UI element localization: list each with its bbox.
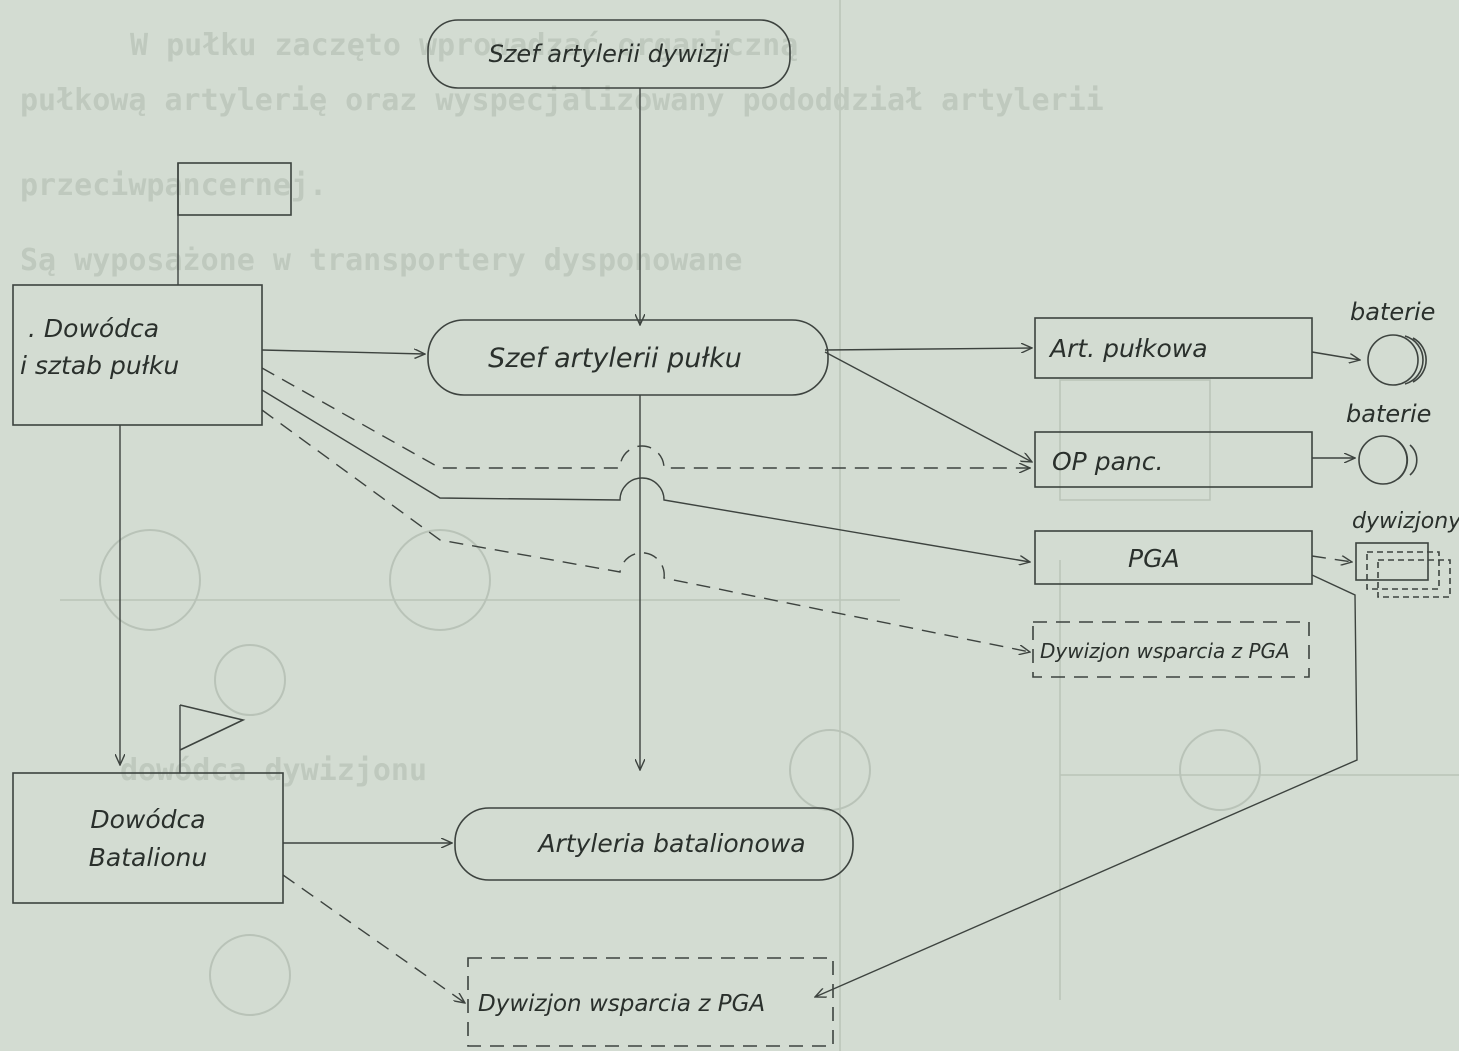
svg-text:Są wyposażone w transportery d: Są wyposażone w transportery dysponowane [20, 243, 742, 278]
line-szef-pulku-to-art-pulkowa [824, 348, 1032, 350]
dashed-line-dowodca-bat-to-dyw-big [282, 874, 465, 1003]
svg-text:dowódca dywizjonu: dowódca dywizjonu [120, 753, 427, 788]
line-art-pulkowa-to-baterie [1311, 351, 1360, 360]
node-dowodca-bat-label-2: Batalionu [89, 843, 207, 872]
line-pga-to-dyw-big [815, 574, 1358, 997]
node-szef-artylerii-pulku: Szef artylerii pułku [427, 319, 829, 396]
baterie-symbol-1: baterie [1350, 298, 1435, 386]
svg-text:przeciwpancernej.: przeciwpancernej. [20, 168, 327, 203]
dywizjony-label: dywizjony [1352, 509, 1459, 534]
dashed-line-dowodca-to-op-panc [261, 367, 1030, 468]
flag-pulk [177, 162, 292, 285]
node-dyw-big-label: Dywizjon wsparcia z PGA [478, 991, 765, 1017]
node-pga: PGA [1034, 530, 1313, 585]
node-szef-pulku-label: Szef artylerii pułku [488, 343, 742, 374]
dashed-line-pga-to-dywizjony [1311, 555, 1352, 562]
node-szef-artylerii-dywizji: Szef artylerii dywizji [427, 19, 791, 89]
node-art-pulkowa: Art. pułkowa [1034, 317, 1313, 379]
node-dowodca-pulku-label-2: i sztab pułku [20, 351, 179, 380]
baterie-label-1: baterie [1350, 298, 1435, 326]
node-dowodca-bat-label-1: Dowódca [90, 805, 205, 834]
baterie-symbol-2: baterie [1346, 400, 1431, 485]
node-dyw-small-label: Dywizjon wsparcia z PGA [1040, 639, 1290, 663]
node-dywizjon-wsparcia-small: Dywizjon wsparcia z PGA [1032, 621, 1310, 678]
flag-batalion [179, 704, 246, 773]
node-art-pulkowa-label: Art. pułkowa [1048, 334, 1208, 363]
node-dywizjon-wsparcia-big: Dywizjon wsparcia z PGA [467, 957, 834, 1047]
dywizjony-symbol: dywizjony [1352, 509, 1459, 598]
svg-text:W pułku zaczęto wprowadzać org: W pułku zaczęto wprowadzać organiczną [130, 28, 798, 63]
svg-text:pułkową artylerię oraz wyspecj: pułkową artylerię oraz wyspecjalizowany … [20, 83, 1104, 118]
bleed-through-background: W pułku zaczęto wprowadzać organiczną pu… [20, 0, 1459, 1051]
node-art-bat-label: Artyleria batalionowa [536, 829, 805, 858]
line-dowodca-to-pga [261, 389, 1030, 562]
node-szef-div-label: Szef artylerii dywizji [489, 40, 730, 68]
node-artyleria-batalionowa: Artyleria batalionowa [454, 807, 854, 881]
dashed-line-dowodca-to-dyw-small [261, 409, 1030, 652]
node-pga-label: PGA [1128, 544, 1180, 573]
node-dowodca-pulku: . Dowódca i sztab pułku [12, 284, 263, 426]
node-op-panc-label: OP panc. [1052, 447, 1163, 476]
line-dowodca-to-szef-pulku [261, 350, 425, 354]
node-dowodca-pulku-label-1: . Dowódca [28, 314, 159, 343]
baterie-label-2: baterie [1346, 400, 1431, 428]
node-op-panc: OP panc. [1034, 431, 1313, 488]
connectors [120, 88, 1360, 1003]
node-dowodca-batalionu: Dowódca Batalionu [12, 772, 284, 904]
line-szef-pulku-to-op-panc [824, 351, 1032, 462]
